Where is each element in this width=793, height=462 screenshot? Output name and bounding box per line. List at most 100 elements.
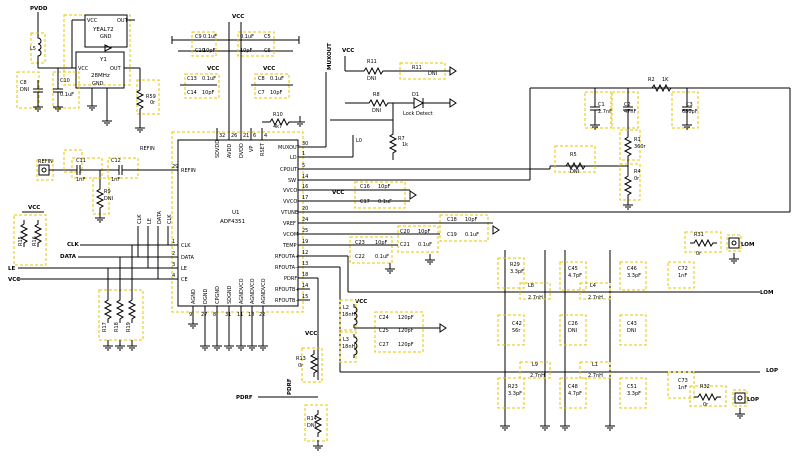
oscillator-y1: VCC OUT YEAL72 GND Y1 VCC OUT 28MHz GND: [63, 14, 140, 126]
svg-text:VCC: VCC: [28, 205, 40, 211]
pin-vtune: VTUNE: [281, 210, 298, 216]
svg-text:16: 16: [302, 184, 308, 190]
svg-text:PDRF: PDRF: [236, 395, 253, 401]
pin-rfouta-p: RFOUTA+: [275, 254, 299, 260]
svg-text:1: 1: [302, 151, 305, 157]
svg-text:18nH: 18nH: [342, 344, 356, 350]
svg-text:C2: C2: [624, 102, 631, 108]
osc-part: YEAL72: [92, 27, 114, 33]
pin-agnd: AGND: [191, 289, 197, 304]
osc-ref: Y1: [99, 57, 107, 63]
svg-text:C51: C51: [627, 384, 637, 390]
pin-vcom: VCOM: [283, 232, 298, 238]
svg-text:D1: D1: [412, 92, 419, 98]
svg-text:C22: C22: [355, 254, 365, 260]
lop-connector: LOP: [747, 397, 759, 403]
svg-text:10pF: 10pF: [418, 229, 431, 235]
ic-bottom-pins: 9 AGND 27 DGND 8 CPGND 31 SDGND 11 AGNDV…: [189, 278, 267, 340]
svg-text:120pF: 120pF: [398, 315, 414, 321]
svg-text:OUT: OUT: [117, 18, 129, 24]
svg-text:R1: R1: [634, 137, 641, 143]
svg-text:4: 4: [172, 273, 175, 279]
pin-rfoutb-p: RFOUTB+: [275, 287, 300, 293]
net-lom: LOM: [760, 290, 773, 296]
svg-text:25: 25: [302, 228, 308, 234]
svg-text:30: 30: [302, 141, 308, 147]
svg-text:3.3pF: 3.3pF: [627, 391, 641, 397]
svg-text:9: 9: [189, 312, 192, 318]
pin-rfoutb-n: RFOUTB−: [275, 298, 300, 304]
svg-text:0.1uF: 0.1uF: [418, 242, 432, 248]
pin-sdgnd: SDGND: [227, 285, 233, 304]
svg-text:1nF: 1nF: [678, 273, 687, 279]
svg-text:2.7nF: 2.7nF: [598, 109, 612, 115]
svg-text:0.1uF: 0.1uF: [375, 254, 389, 260]
svg-text:C5: C5: [264, 34, 271, 40]
svg-text:R23: R23: [508, 384, 518, 390]
svg-text:C20: C20: [400, 229, 410, 235]
svg-text:R5: R5: [570, 152, 577, 158]
svg-text:VCC: VCC: [342, 48, 354, 54]
pin-muxout: MUXOUT: [278, 145, 301, 151]
svg-text:C8: C8: [20, 80, 27, 86]
svg-text:DNI: DNI: [367, 76, 376, 82]
svg-text:L1: L1: [592, 362, 598, 368]
svg-text:C6: C6: [264, 48, 271, 54]
svg-text:DNI: DNI: [20, 87, 29, 93]
svg-text:R7: R7: [398, 136, 405, 142]
decoupling-caps-top: C9 0.1uF C10 10pF C5 0.1uF C6 10pF VCC C…: [171, 14, 300, 128]
pin-sdvdd: SDVDD: [215, 140, 221, 158]
svg-text:C23: C23: [355, 240, 365, 246]
svg-text:DNI: DNI: [372, 108, 381, 114]
svg-text:0r: 0r: [703, 402, 709, 408]
svg-text:4.7pF: 4.7pF: [568, 273, 582, 279]
svg-text:1k: 1k: [402, 142, 408, 148]
svg-text:R11: R11: [367, 59, 377, 65]
svg-text:C16: C16: [360, 184, 370, 190]
svg-text:C46: C46: [627, 266, 637, 272]
svg-text:26: 26: [231, 133, 237, 139]
svg-text:C45: C45: [568, 266, 578, 272]
svg-text:2.7nH: 2.7nH: [588, 373, 603, 379]
svg-text:0r: 0r: [150, 100, 156, 106]
svg-text:R18: R18: [114, 322, 120, 332]
svg-text:1nF: 1nF: [76, 177, 85, 183]
svg-text:R11: R11: [412, 65, 422, 71]
svg-text:R9: R9: [104, 189, 111, 195]
svg-text:2.7nH: 2.7nH: [588, 295, 603, 301]
r10: R10 4k7: [262, 112, 306, 130]
pin-cpout: CPOUT: [280, 167, 298, 173]
svg-text:29: 29: [172, 164, 178, 170]
net-pvdd: PVDD: [30, 6, 48, 12]
ic-top-pins: 32 SDVDD 26 AVDD 21 DVDD 6 VP 4 RSET: [215, 128, 267, 158]
pin-vvco-1: VVCO: [283, 188, 297, 194]
svg-text:GND: GND: [92, 81, 104, 87]
svg-text:2: 2: [172, 251, 175, 257]
svg-text:12: 12: [302, 250, 308, 256]
svg-text:R4: R4: [634, 169, 641, 175]
svg-text:1nF: 1nF: [111, 177, 120, 183]
svg-text:3.3pF: 3.3pF: [510, 269, 524, 275]
pin-sw: SW: [288, 178, 296, 184]
svg-text:C11: C11: [76, 158, 86, 164]
pin-data: DATA: [181, 255, 194, 261]
svg-text:47nF: 47nF: [624, 109, 637, 115]
svg-text:0r: 0r: [634, 176, 640, 182]
net-vcc-2: VCC: [207, 66, 219, 72]
svg-text:C24: C24: [379, 315, 389, 321]
svg-text:L4: L4: [590, 283, 596, 289]
svg-text:C14: C14: [187, 90, 197, 96]
pin-avdd: AVDD: [227, 144, 233, 158]
svg-text:10pF: 10pF: [270, 90, 283, 96]
svg-text:R15: R15: [18, 236, 24, 246]
svg-text:27: 27: [201, 312, 207, 318]
spi-inputs: VCC R15 R16 CLK DATA LE VCC CLK LE DATA …: [8, 205, 173, 351]
svg-text:120pF: 120pF: [398, 328, 414, 334]
svg-text:18: 18: [248, 312, 254, 318]
svg-text:14: 14: [302, 174, 308, 180]
svg-text:C10: C10: [60, 78, 70, 84]
svg-text:3: 3: [172, 262, 175, 268]
r59: R59 0r: [134, 68, 160, 133]
svg-text:DNI: DNI: [568, 328, 577, 334]
